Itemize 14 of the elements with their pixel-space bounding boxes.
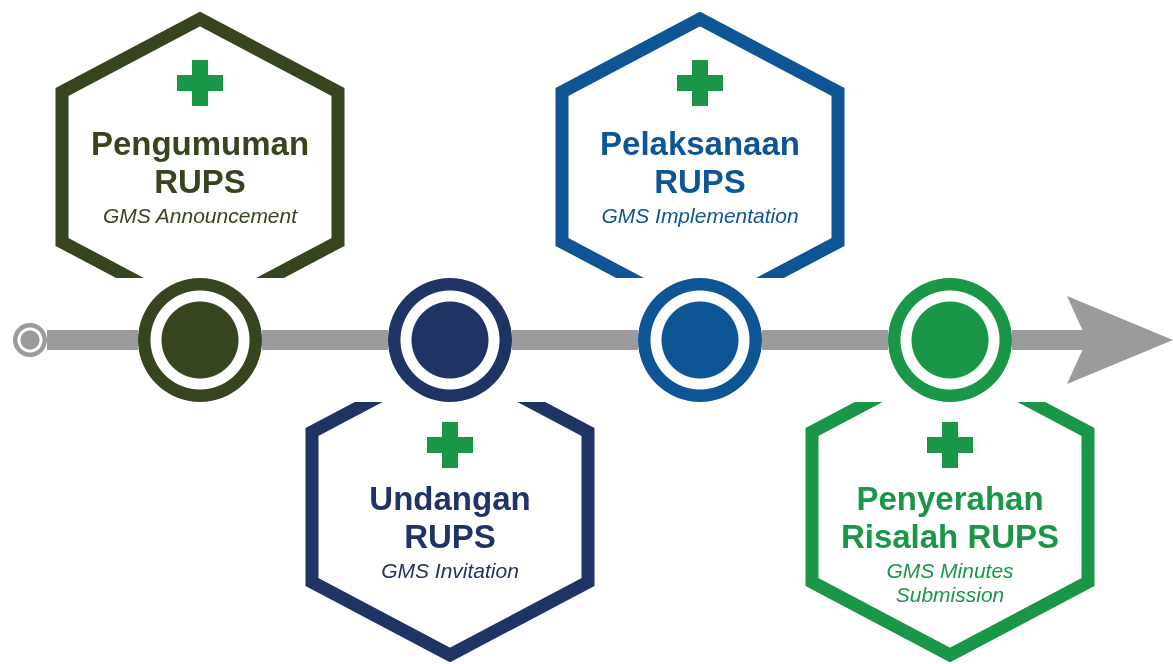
step-subtitle: GMS Minutes Submission	[885, 559, 1015, 607]
hexagon-card	[805, 402, 1095, 662]
step-title: Pengumuman RUPS	[89, 125, 311, 201]
step-subtitle: GMS Announcement	[101, 204, 299, 228]
timeline-arrow	[1012, 296, 1173, 384]
step-title: Penyerahan Risalah RUPS	[839, 480, 1061, 556]
start-dot	[13, 323, 47, 357]
step-subtitle: GMS Invitation	[380, 559, 520, 583]
hexagon-card	[305, 402, 595, 662]
step-subtitle: GMS Implementation	[600, 204, 800, 228]
hexagon-card	[55, 12, 345, 278]
step-title: Undangan RUPS	[368, 480, 532, 556]
step-title: Pelaksanaan RUPS	[599, 125, 801, 201]
hexagon-card	[555, 12, 845, 278]
